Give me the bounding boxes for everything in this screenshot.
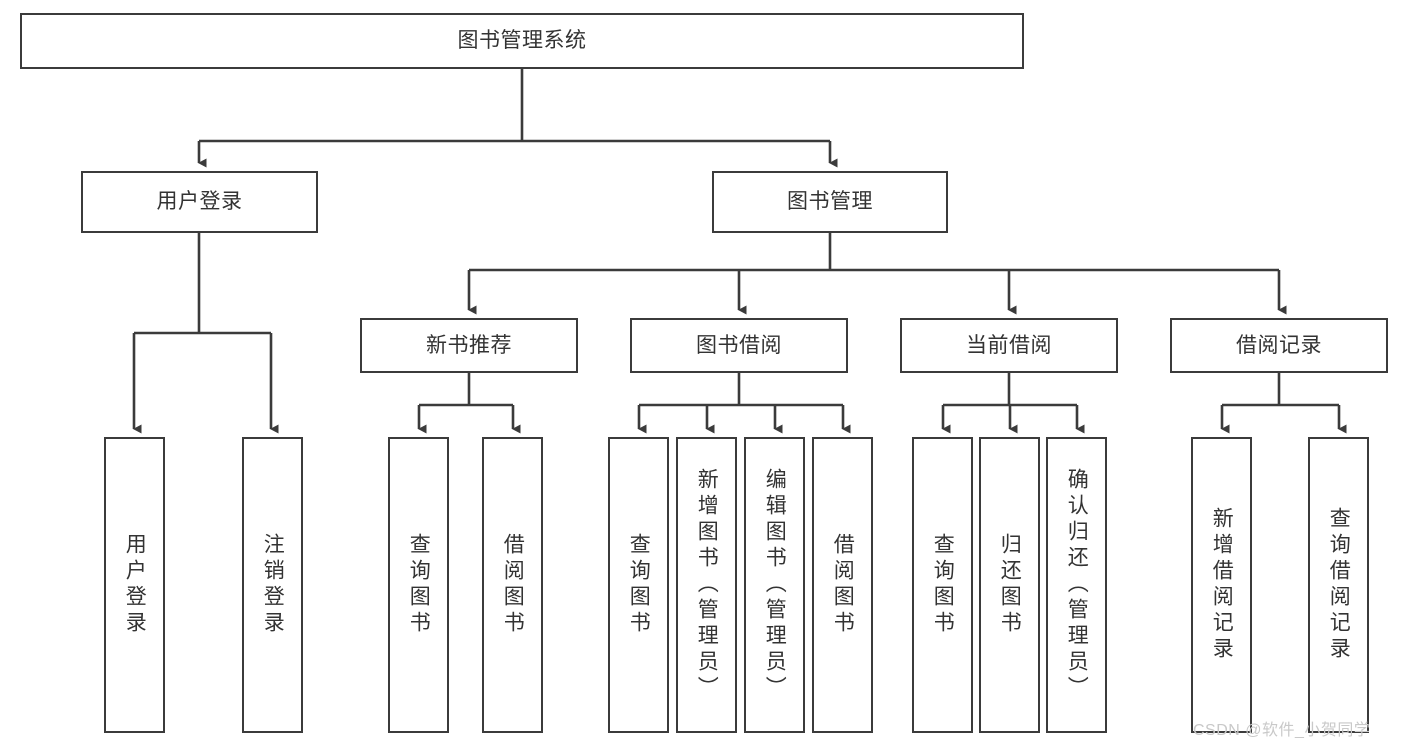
node-root-system[interactable]: 图书管理系统 xyxy=(20,13,1024,69)
node-label: 新增借阅记录 xyxy=(1210,507,1234,663)
node-user-login[interactable]: 用户登录 xyxy=(81,171,318,233)
node-label: 借阅图书 xyxy=(501,533,525,637)
node-current-borrow[interactable]: 当前借阅 xyxy=(900,318,1118,373)
leaf-current-borrow-query[interactable]: 查询图书 xyxy=(912,437,973,733)
node-label: 查询图书 xyxy=(931,533,955,637)
node-label: 编辑图书（管理员） xyxy=(763,468,787,702)
node-borrow-record[interactable]: 借阅记录 xyxy=(1170,318,1388,373)
node-label: 归还图书 xyxy=(998,533,1022,637)
node-book-management[interactable]: 图书管理 xyxy=(712,171,948,233)
leaf-book-borrow-add[interactable]: 新增图书（管理员） xyxy=(676,437,737,733)
leaf-borrow-record-add[interactable]: 新增借阅记录 xyxy=(1191,437,1252,733)
node-label: 当前借阅 xyxy=(966,333,1052,357)
node-label: 借阅记录 xyxy=(1236,333,1322,357)
leaf-current-borrow-return[interactable]: 归还图书 xyxy=(979,437,1040,733)
node-label: 查询借阅记录 xyxy=(1327,507,1351,663)
node-new-book-recommend[interactable]: 新书推荐 xyxy=(360,318,578,373)
leaf-book-borrow-edit[interactable]: 编辑图书（管理员） xyxy=(744,437,805,733)
leaf-new-book-borrow[interactable]: 借阅图书 xyxy=(482,437,543,733)
node-label: 用户登录 xyxy=(123,533,147,637)
node-label: 确认归还（管理员） xyxy=(1065,468,1089,702)
node-label: 借阅图书 xyxy=(831,533,855,637)
node-label: 用户登录 xyxy=(156,190,243,214)
node-label: 图书管理 xyxy=(787,190,873,214)
node-label: 图书管理系统 xyxy=(457,29,587,53)
leaf-user-login-logout[interactable]: 注销登录 xyxy=(242,437,303,733)
leaf-new-book-query[interactable]: 查询图书 xyxy=(388,437,449,733)
node-label: 图书借阅 xyxy=(696,333,782,357)
node-label: 新书推荐 xyxy=(426,333,512,357)
node-book-borrow[interactable]: 图书借阅 xyxy=(630,318,848,373)
node-label: 查询图书 xyxy=(407,533,431,637)
leaf-borrow-record-query[interactable]: 查询借阅记录 xyxy=(1308,437,1369,733)
leaf-current-borrow-confirm-return[interactable]: 确认归还（管理员） xyxy=(1046,437,1107,733)
node-label: 注销登录 xyxy=(261,533,285,637)
watermark-text: CSDN @软件_小贺同学 xyxy=(1193,722,1371,739)
node-label: 新增图书（管理员） xyxy=(695,468,719,702)
leaf-book-borrow-query[interactable]: 查询图书 xyxy=(608,437,669,733)
leaf-book-borrow-borrow[interactable]: 借阅图书 xyxy=(812,437,873,733)
node-label: 查询图书 xyxy=(627,533,651,637)
csdn-watermark: CSDN @软件_小贺同学 xyxy=(1193,716,1370,740)
leaf-user-login-login[interactable]: 用户登录 xyxy=(104,437,165,733)
